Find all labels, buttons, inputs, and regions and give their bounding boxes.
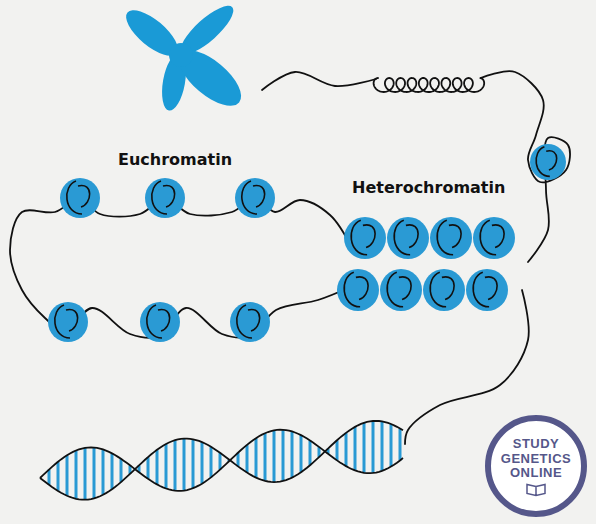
nucleosome	[344, 217, 386, 259]
nucleosome	[337, 269, 379, 311]
nucleosome	[145, 178, 185, 218]
nucleosome	[423, 269, 465, 311]
logo-text: STUDY GENETICS ONLINE	[496, 437, 576, 482]
nucleosome	[530, 144, 566, 180]
nucleosome	[235, 178, 275, 218]
dna-strand	[10, 71, 570, 444]
region-label: Euchromatin	[118, 150, 232, 169]
nucleosome	[430, 217, 472, 259]
logo-badge: STUDY GENETICS ONLINE	[484, 414, 588, 518]
nucleosome	[466, 269, 508, 311]
nucleosome	[140, 302, 180, 342]
double-helix	[40, 421, 403, 500]
nucleosomes	[48, 144, 566, 342]
region-label: Heterochromatin	[352, 178, 505, 197]
chromosome	[119, 0, 250, 115]
nucleosome	[48, 302, 88, 342]
nucleosome	[380, 269, 422, 311]
nucleosome	[60, 178, 100, 218]
book-icon	[527, 484, 545, 495]
nucleosome	[387, 217, 429, 259]
nucleosome	[230, 302, 270, 342]
nucleosome	[473, 217, 515, 259]
